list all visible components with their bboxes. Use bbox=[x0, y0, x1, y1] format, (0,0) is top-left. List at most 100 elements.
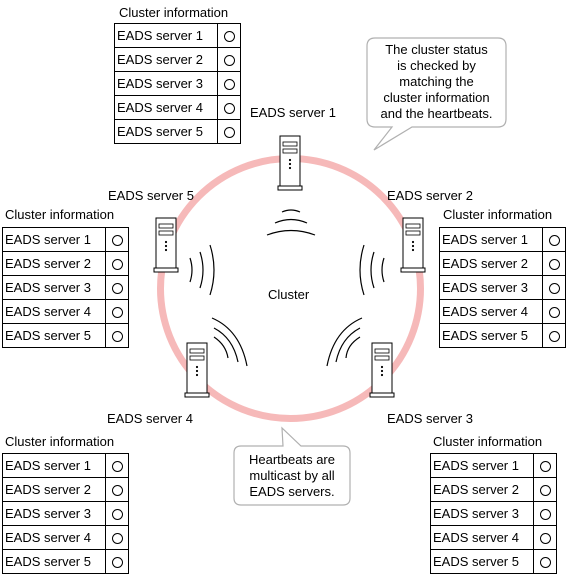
status-cell bbox=[105, 275, 129, 300]
server-name-cell: EADS server 3 bbox=[430, 501, 534, 526]
status-cell bbox=[533, 525, 557, 550]
cluster-info-row: EADS server 4 bbox=[430, 525, 557, 550]
status-cell bbox=[533, 501, 557, 526]
status-cell bbox=[533, 549, 557, 574]
server-name-cell: EADS server 2 bbox=[2, 251, 106, 276]
status-callout-text: The cluster status is checked by matchin… bbox=[367, 42, 506, 122]
cluster-info-row: EADS server 3 bbox=[114, 71, 241, 96]
server-name-cell: EADS server 2 bbox=[2, 477, 106, 502]
server-2-icon bbox=[400, 217, 426, 273]
server-name-cell: EADS server 1 bbox=[2, 227, 106, 252]
status-cell bbox=[105, 227, 129, 252]
status-circle-icon bbox=[111, 533, 123, 545]
cluster-info-row: EADS server 5 bbox=[430, 549, 557, 574]
status-circle-icon bbox=[539, 533, 551, 545]
status-circle-icon bbox=[223, 55, 235, 67]
status-circle-icon bbox=[539, 509, 551, 521]
cluster-label: Cluster bbox=[268, 287, 310, 302]
status-callout-bubble bbox=[366, 37, 507, 151]
cluster-info-row: EADS server 4 bbox=[2, 299, 129, 324]
status-circle-icon bbox=[111, 485, 123, 497]
status-cell bbox=[542, 323, 566, 348]
status-circle-icon bbox=[111, 331, 123, 343]
status-cell bbox=[105, 299, 129, 324]
cluster-info-row: EADS server 3 bbox=[430, 501, 557, 526]
cluster-info-row: EADS server 1 bbox=[430, 453, 557, 478]
status-cell bbox=[105, 453, 129, 478]
cluster-info-caption-2: Cluster information bbox=[443, 207, 553, 222]
heartbeat-waves bbox=[189, 209, 385, 367]
status-circle-icon bbox=[539, 557, 551, 569]
status-circle-icon bbox=[548, 259, 560, 271]
cluster-info-row: EADS server 4 bbox=[2, 525, 129, 550]
server-label-3: EADS server 3 bbox=[387, 411, 473, 426]
status-cell bbox=[105, 549, 129, 574]
server-name-cell: EADS server 5 bbox=[2, 549, 106, 574]
server-name-cell: EADS server 1 bbox=[2, 453, 106, 478]
status-circle-icon bbox=[111, 235, 123, 247]
server-label-2: EADS server 2 bbox=[387, 188, 473, 203]
cluster-info-row: EADS server 5 bbox=[439, 323, 566, 348]
heartbeat-callout-line: multicast by all bbox=[249, 468, 335, 483]
status-circle-icon bbox=[539, 485, 551, 497]
status-circle-icon bbox=[548, 331, 560, 343]
cluster-info-row: EADS server 5 bbox=[114, 119, 241, 144]
server-name-cell: EADS server 3 bbox=[439, 275, 543, 300]
status-cell bbox=[217, 95, 241, 120]
status-callout-line: The cluster status bbox=[385, 42, 488, 57]
status-circle-icon bbox=[111, 557, 123, 569]
server-name-cell: EADS server 5 bbox=[114, 119, 218, 144]
status-circle-icon bbox=[223, 79, 235, 91]
cluster-info-row: EADS server 2 bbox=[2, 251, 129, 276]
cluster-info-row: EADS server 1 bbox=[2, 453, 129, 478]
server-label-1: EADS server 1 bbox=[250, 105, 336, 120]
status-cell bbox=[105, 251, 129, 276]
cluster-info-row: EADS server 5 bbox=[2, 549, 129, 574]
cluster-info-caption-3: Cluster information bbox=[433, 434, 543, 449]
cluster-info-caption-1: Cluster information bbox=[119, 5, 229, 20]
status-cell bbox=[542, 299, 566, 324]
status-circle-icon bbox=[223, 127, 235, 139]
status-circle-icon bbox=[111, 307, 123, 319]
status-cell bbox=[533, 477, 557, 502]
status-circle-icon bbox=[111, 509, 123, 521]
server-name-cell: EADS server 1 bbox=[430, 453, 534, 478]
cluster-info-row: EADS server 1 bbox=[114, 23, 241, 48]
status-cell bbox=[105, 323, 129, 348]
cluster-info-caption-5: Cluster information bbox=[5, 207, 115, 222]
status-circle-icon bbox=[548, 307, 560, 319]
status-circle-icon bbox=[548, 283, 560, 295]
status-circle-icon bbox=[548, 235, 560, 247]
cluster-info-row: EADS server 1 bbox=[439, 227, 566, 252]
heartbeat-callout-bubble bbox=[233, 426, 351, 506]
server-name-cell: EADS server 2 bbox=[439, 251, 543, 276]
cluster-info-row: EADS server 1 bbox=[2, 227, 129, 252]
status-callout-line: and the heartbeats. bbox=[380, 106, 493, 121]
server-name-cell: EADS server 5 bbox=[430, 549, 534, 574]
cluster-info-row: EADS server 2 bbox=[430, 477, 557, 502]
status-cell bbox=[217, 119, 241, 144]
heartbeat-callout-line: EADS servers. bbox=[249, 484, 335, 499]
server-name-cell: EADS server 4 bbox=[2, 525, 106, 550]
cluster-info-row: EADS server 3 bbox=[439, 275, 566, 300]
cluster-info-row: EADS server 5 bbox=[2, 323, 129, 348]
status-circle-icon bbox=[111, 461, 123, 473]
status-cell bbox=[105, 501, 129, 526]
server-name-cell: EADS server 2 bbox=[114, 47, 218, 72]
server-4-icon bbox=[184, 342, 210, 398]
status-circle-icon bbox=[223, 31, 235, 43]
server-label-5: EADS server 5 bbox=[108, 188, 194, 203]
status-cell bbox=[105, 525, 129, 550]
status-cell bbox=[217, 71, 241, 96]
cluster-info-row: EADS server 2 bbox=[114, 47, 241, 72]
server-name-cell: EADS server 4 bbox=[2, 299, 106, 324]
status-circle-icon bbox=[111, 283, 123, 295]
server-5-icon bbox=[153, 217, 179, 273]
cluster-info-row: EADS server 4 bbox=[114, 95, 241, 120]
cluster-info-caption-4: Cluster information bbox=[5, 434, 115, 449]
server-1-icon bbox=[277, 135, 303, 191]
